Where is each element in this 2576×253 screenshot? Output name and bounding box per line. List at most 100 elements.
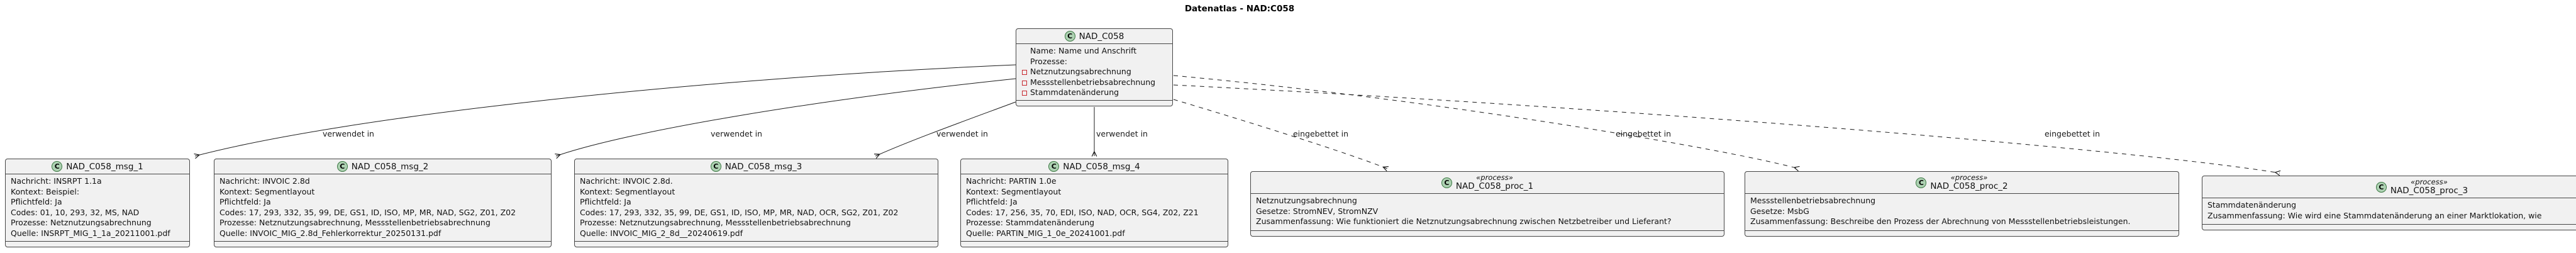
edge-eingebettet-proc3: [1173, 84, 2280, 173]
attribute-line: Zusammenfassung: Wie funktioniert die Ne…: [1256, 216, 1672, 226]
class-name: NAD_C058: [1079, 31, 1124, 42]
attribute-line: Kontext: Segmentlayout: [219, 186, 315, 196]
class-box-proc-1: C «process» NAD_C058_proc_1 Netznutzungs…: [1250, 171, 1724, 237]
edge-eingebettet-proc1: [1173, 99, 1387, 169]
field-line: Messstellenbetriebsabrechnung: [1021, 77, 1167, 88]
diagram-title: Datenatlas - NAD:C058: [1184, 4, 1295, 14]
class-footer: [1251, 230, 1724, 236]
stereotype-label: «process»: [1476, 173, 1513, 182]
attribute-line: Nachricht: INVOIC 2.8d: [219, 176, 310, 186]
attribute-line: Nachricht: PARTIN 1.0e: [966, 176, 1057, 186]
stereotype-label: «process»: [1950, 173, 1988, 182]
class-icon: C: [336, 161, 348, 172]
attribute-line: Prozesse: Stammdatenänderung: [966, 218, 1095, 227]
class-footer: [575, 241, 938, 247]
stereotype-label: «process»: [2411, 177, 2448, 186]
attribute-line: Gesetze: MsbG: [1750, 206, 1809, 216]
field-line: Netznutzungsabrechnung: [1021, 67, 1167, 77]
class-box-msg-3: C NAD_C058_msg_3 Nachricht: INVOIC 2.8d.…: [574, 159, 938, 247]
class-icon: C: [1441, 177, 1452, 188]
class-box-proc-3: C «process» NAD_C058_proc_3 Stammdatenän…: [2202, 176, 2576, 230]
class-body: Messstellenbetriebsabrechnung Gesetze: M…: [1745, 194, 2179, 230]
field-label: Messstellenbetriebsabrechnung: [1030, 77, 1156, 87]
class-name: NAD_C058_proc_3: [2390, 186, 2468, 196]
class-header: C NAD_C058: [1016, 29, 1172, 44]
attribute-line: Pflichtfeld: Ja: [966, 197, 1018, 206]
edge-label-verwendet-3: verwendet in: [936, 129, 988, 138]
class-body: Stammdatenänderung Zusammenfassung: Wie …: [2202, 198, 2576, 224]
class-footer: [2202, 224, 2576, 230]
attribute-line: Quelle: INSRPT_MIG_1_1a_20211001.pdf: [11, 228, 170, 238]
edge-label-verwendet-1: verwendet in: [323, 129, 374, 138]
class-body: Nachricht: INSRPT 1.1a Kontext: Beispiel…: [6, 174, 189, 241]
attribute-line: Gesetze: StromNEV, StromNZV: [1256, 206, 1379, 216]
class-icon: C: [710, 161, 721, 172]
class-icon: C: [1048, 161, 1060, 172]
attribute-line: Codes: 17, 256, 35, 70, EDI, ISO, NAD, O…: [966, 207, 1199, 217]
attribute-line: Messstellenbetriebsabrechnung: [1750, 196, 1876, 205]
field-line: Stammdatenänderung: [1021, 87, 1167, 98]
class-icon: C: [52, 161, 63, 172]
class-body: Netznutzungsabrechnung Gesetze: StromNEV…: [1251, 194, 1724, 230]
private-field-icon: [1022, 91, 1027, 96]
class-header: C NAD_C058_msg_1: [6, 159, 189, 174]
class-box-msg-2: C NAD_C058_msg_2 Nachricht: INVOIC 2.8d …: [214, 159, 552, 247]
attribute-line: Pflichtfeld: Ja: [580, 197, 631, 206]
edge-label-verwendet-4: verwendet in: [1096, 129, 1148, 138]
field-label: Stammdatenänderung: [1030, 87, 1119, 97]
edge-eingebettet-proc2: [1173, 75, 1799, 169]
attribute-line: Prozesse: Netznutzungsabrechnung, Messst…: [580, 218, 851, 227]
attribute-line: Zusammenfassung: Wie wird eine Stammdate…: [2207, 210, 2542, 220]
private-field-icon: [1022, 80, 1027, 86]
edge-label-eingebettet-2: eingebettet in: [1615, 129, 1672, 138]
class-header: C NAD_C058_msg_2: [214, 159, 551, 174]
attribute-line: Zusammenfassung: Beschreibe den Prozess …: [1750, 216, 2131, 226]
private-field-icon: [1022, 70, 1027, 75]
class-header: C «process» NAD_C058_proc_1: [1251, 172, 1724, 194]
attribute-line: Pflichtfeld: Ja: [11, 197, 62, 206]
edge-verwendet-msg2: [556, 78, 1016, 156]
attribute-line: Nachricht: INVOIC 2.8d.: [580, 176, 673, 186]
edge-verwendet-msg3: [875, 101, 1016, 156]
class-name: NAD_C058_msg_1: [66, 161, 143, 172]
class-icon: C: [1064, 31, 1075, 42]
attribute-line: Quelle: INVOIC_MIG_2_8d__20240619.pdf: [580, 228, 743, 238]
attribute-line: Pflichtfeld: Ja: [219, 197, 271, 206]
class-body: Name: Name und Anschrift Prozesse: Netzn…: [1016, 44, 1172, 100]
class-name: NAD_C058_msg_4: [1063, 161, 1140, 172]
attribute-line: Codes: 17, 293, 332, 35, 99, DE, GS1, ID…: [219, 207, 516, 217]
edge-label-verwendet-2: verwendet in: [711, 129, 762, 138]
attribute-line: Stammdatenänderung: [2207, 200, 2297, 210]
attribute-line: Name: Name und Anschrift: [1030, 46, 1137, 55]
class-box-nad-c058: C NAD_C058 Name: Name und Anschrift Proz…: [1016, 28, 1173, 106]
attribute-line: Netznutzungsabrechnung: [1256, 196, 1357, 205]
class-name: NAD_C058_proc_2: [1930, 181, 2008, 191]
class-box-msg-1: C NAD_C058_msg_1 Nachricht: INSRPT 1.1a …: [5, 159, 190, 247]
attribute-line: Kontext: Beispiel:: [11, 186, 80, 196]
attribute-line: Quelle: INVOIC_MIG_2.8d_Fehlerkorrektur_…: [219, 228, 441, 238]
class-icon: C: [1916, 177, 1927, 188]
class-body: Nachricht: INVOIC 2.8d Kontext: Segmentl…: [214, 174, 551, 241]
class-box-proc-2: C «process» NAD_C058_proc_2 Messstellenb…: [1745, 171, 2179, 237]
attribute-line: Quelle: PARTIN_MIG_1_0e_20241001.pdf: [966, 228, 1125, 238]
attribute-line: Prozesse: Netznutzungsabrechnung: [11, 218, 152, 227]
edge-verwendet-msg1: [195, 64, 1016, 156]
attribute-line: Nachricht: INSRPT 1.1a: [11, 176, 102, 186]
class-body: Nachricht: INVOIC 2.8d. Kontext: Segment…: [575, 174, 938, 241]
class-header: C «process» NAD_C058_proc_3: [2202, 176, 2576, 198]
edge-label-eingebettet-1: eingebettet in: [1292, 129, 1349, 138]
class-name: NAD_C058_proc_1: [1455, 181, 1534, 191]
attribute-line: Kontext: Segmentlayout: [580, 186, 675, 196]
class-header: C «process» NAD_C058_proc_2: [1745, 172, 2179, 194]
class-footer: [6, 241, 189, 247]
class-footer: [1745, 230, 2179, 236]
class-footer: [214, 241, 551, 247]
class-name: NAD_C058_msg_2: [351, 161, 429, 172]
class-footer: [961, 241, 1228, 247]
attribute-line: Prozesse: Netznutzungsabrechnung, Messst…: [219, 218, 491, 227]
attribute-line: Codes: 01, 10, 293, 32, MS, NAD: [11, 207, 140, 217]
class-header: C NAD_C058_msg_3: [575, 159, 938, 174]
attribute-line: Kontext: Segmentlayout: [966, 186, 1062, 196]
